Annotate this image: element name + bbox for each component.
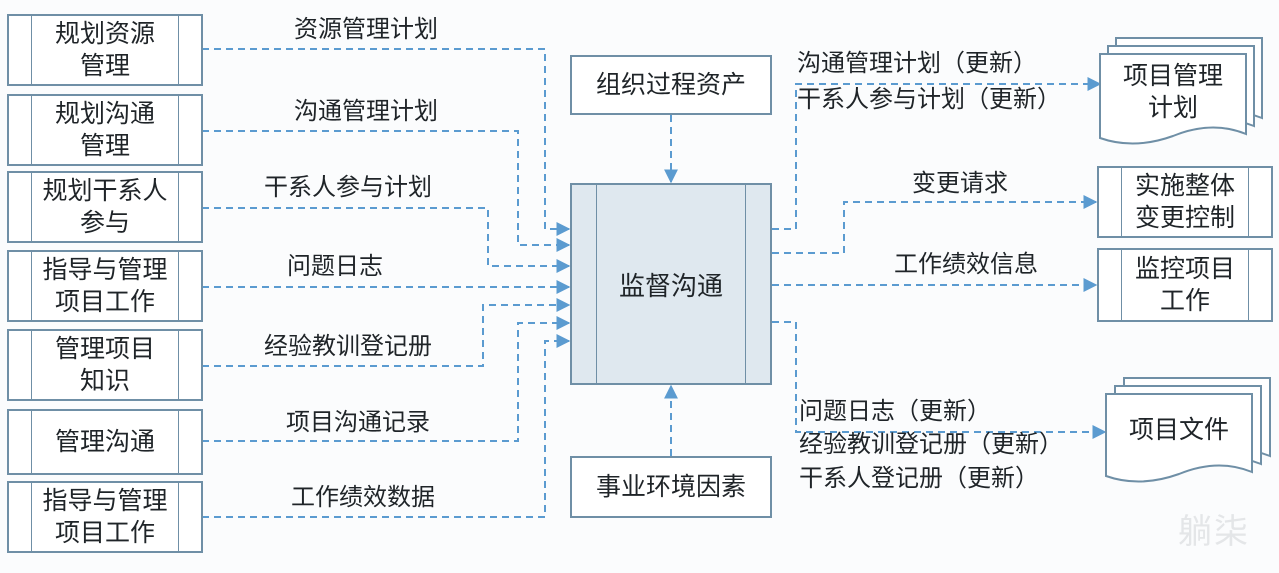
output-integrated-change-control: 实施整体 变更控制 bbox=[1097, 166, 1273, 238]
flow-label-issue-log-update: 问题日志（更新） bbox=[799, 397, 991, 425]
input-direct-manage-work-2: 指导与管理 项目工作 bbox=[7, 481, 203, 553]
flow-label-change-request: 变更请求 bbox=[912, 169, 1008, 197]
connector-resource-plan bbox=[202, 48, 571, 236]
flow-label-work-perf-data: 工作绩效数据 bbox=[291, 483, 435, 511]
input-manage-communications: 管理沟通 bbox=[7, 409, 203, 475]
document-stack-plan bbox=[1099, 37, 1263, 145]
process-monitor-communications: 监督沟通 bbox=[570, 183, 772, 385]
connector-pm-plan bbox=[772, 77, 1102, 230]
flow-label-comm-records: 项目沟通记录 bbox=[286, 408, 430, 436]
input-direct-manage-work: 指导与管理 项目工作 bbox=[7, 250, 203, 322]
input-enterprise-env-factors: 事业环境因素 bbox=[570, 456, 772, 518]
flow-label-stakeholder-register-update: 干系人登记册（更新） bbox=[799, 464, 1039, 492]
watermark: 躺柒 bbox=[1178, 512, 1250, 552]
flow-label-lessons-register: 经验教训登记册 bbox=[264, 332, 432, 360]
connector-stakeholder-plan bbox=[202, 207, 571, 273]
document-stack-docs bbox=[1105, 377, 1271, 483]
input-plan-stakeholder-engagement: 规划干系人 参与 bbox=[7, 171, 203, 243]
connector-project-docs bbox=[772, 321, 1107, 439]
input-org-process-assets: 组织过程资产 bbox=[570, 55, 772, 115]
input-plan-communications-management: 规划沟通 管理 bbox=[7, 94, 203, 166]
connector-comm-records bbox=[202, 316, 571, 442]
connector-comm-plan bbox=[202, 130, 571, 252]
flow-label-stakeholder-plan: 干系人参与计划 bbox=[264, 173, 432, 201]
connector-work-perf-data bbox=[202, 334, 571, 518]
input-plan-resource-management: 规划资源 管理 bbox=[7, 14, 203, 86]
connector-change-request bbox=[772, 195, 1098, 254]
flow-label-work-perf-info: 工作绩效信息 bbox=[894, 250, 1038, 278]
output-project-management-plan: 项目管理 计划 bbox=[1122, 61, 1223, 122]
flow-label-issue-log: 问题日志 bbox=[287, 252, 383, 280]
process-title: 监督沟通 bbox=[618, 271, 723, 302]
output-project-documents: 项目文件 bbox=[1128, 415, 1229, 444]
connector-lessons-register bbox=[202, 298, 571, 367]
flow-label-comm-plan-update: 沟通管理计划（更新） bbox=[797, 49, 1037, 77]
flow-label-lessons-register-update: 经验教训登记册（更新） bbox=[799, 430, 1063, 458]
output-monitor-control-work: 监控项目 工作 bbox=[1097, 248, 1273, 322]
flow-label-stakeholder-plan-update: 干系人参与计划（更新） bbox=[797, 85, 1061, 113]
flow-label-resource-plan: 资源管理计划 bbox=[294, 15, 438, 43]
flow-label-comm-plan: 沟通管理计划 bbox=[294, 97, 438, 125]
input-manage-project-knowledge: 管理项目 知识 bbox=[7, 329, 203, 401]
